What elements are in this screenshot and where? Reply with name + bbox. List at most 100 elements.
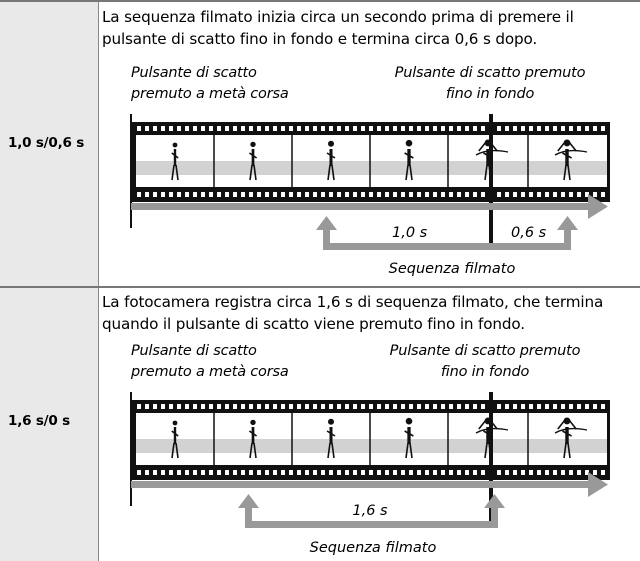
film-perforation (345, 192, 349, 197)
film-perforation (329, 470, 333, 475)
film-perforation (241, 126, 245, 131)
film-perforation (425, 126, 429, 131)
film-perforation (153, 470, 157, 475)
film-perforation (561, 192, 565, 197)
film-perforation (289, 470, 293, 475)
film-perforation (545, 404, 549, 409)
film-perforation (233, 470, 237, 475)
film-perforation (177, 126, 181, 131)
film-perforation (153, 404, 157, 409)
film-perforation (601, 470, 605, 475)
film-perforation (273, 470, 277, 475)
film-perforation (513, 192, 517, 197)
film-perforation (537, 404, 541, 409)
film-perforation (481, 404, 485, 409)
row-label: 1,6 s/0 s (8, 413, 70, 429)
runner-figure (326, 418, 336, 459)
film-perforation (361, 192, 365, 197)
film-perforation (297, 404, 301, 409)
film-perforation (553, 470, 557, 475)
time-arrow-shaft (131, 203, 591, 210)
time-arrow-shaft (131, 481, 591, 488)
runner-figure (248, 141, 258, 181)
film-perforation (233, 126, 237, 131)
film-perforation (353, 470, 357, 475)
film-perforation (537, 126, 541, 131)
film-perforation (417, 192, 421, 197)
half-press-caption: Pulsante di scatto premuto a metà corsa (131, 65, 289, 102)
film-perforation (273, 404, 277, 409)
film-perforation (441, 404, 445, 409)
film-perforation (465, 192, 469, 197)
film-perforation (353, 404, 357, 409)
film-perforation (353, 126, 357, 131)
track-band (136, 439, 607, 453)
film-perforation (545, 126, 549, 131)
film-perforation (385, 470, 389, 475)
column-divider (98, 2, 99, 286)
film-perforation (137, 192, 141, 197)
film-perforation (417, 470, 421, 475)
film-perforation (425, 404, 429, 409)
film-perforation (601, 192, 605, 197)
film-perforation (393, 192, 397, 197)
film-perforation (393, 126, 397, 131)
film-perforation (585, 126, 589, 131)
sequence-bracket (323, 243, 571, 250)
film-perforation (521, 404, 525, 409)
film-perforation (345, 470, 349, 475)
film-perforation (433, 470, 437, 475)
film-perforation (313, 404, 317, 409)
film-perforation (593, 192, 597, 197)
film-perforation (297, 192, 301, 197)
film-perforation (577, 192, 581, 197)
sequence-label: Sequenza filmato (389, 261, 516, 277)
film-perforation (305, 126, 309, 131)
film-perforation (425, 192, 429, 197)
timeline-diagram: 1,6 s Sequenza filmato (130, 392, 610, 556)
film-perforation (209, 404, 213, 409)
film-perforation (329, 192, 333, 197)
film-perforation (553, 192, 557, 197)
film-perforation (337, 470, 341, 475)
film-perforation (313, 470, 317, 475)
film-perforation (265, 126, 269, 131)
timeline-diagram: 1,0 s 0,6 s Sequenza filmato (130, 114, 610, 277)
runner-figure (404, 417, 414, 459)
film-perforation (385, 126, 389, 131)
film-perforation (193, 470, 197, 475)
film-perforation (433, 404, 437, 409)
film-perforation (393, 470, 397, 475)
film-perforation (161, 404, 165, 409)
film-perforation (225, 404, 229, 409)
film-perforation (249, 192, 253, 197)
film-perforation (137, 126, 141, 131)
film-perforation (473, 126, 477, 131)
film-perforation (369, 470, 373, 475)
film-perforation (505, 404, 509, 409)
film-perforation (345, 126, 349, 131)
film-perforation (521, 192, 525, 197)
film-perforation (417, 126, 421, 131)
film-perforation (161, 126, 165, 131)
runner-figure (248, 419, 258, 459)
film-perforation (409, 404, 413, 409)
film-perforation (441, 470, 445, 475)
film-perforation (529, 404, 533, 409)
runner-figure (171, 420, 179, 459)
row-description: La sequenza filmato inizia circa un seco… (102, 8, 574, 48)
film-perforation (193, 192, 197, 197)
after-duration-label: 0,6 s (511, 225, 547, 241)
film-perforation (169, 126, 173, 131)
film-perforation (553, 126, 557, 131)
film-perforation (513, 126, 517, 131)
film-perforation (289, 404, 293, 409)
film-perforation (401, 470, 405, 475)
film-perforation (233, 404, 237, 409)
film-perforation (217, 126, 221, 131)
film-perforation (265, 404, 269, 409)
film-perforation (329, 404, 333, 409)
runner-figure (404, 139, 414, 181)
film-perforation (449, 470, 453, 475)
film-perforation (345, 404, 349, 409)
